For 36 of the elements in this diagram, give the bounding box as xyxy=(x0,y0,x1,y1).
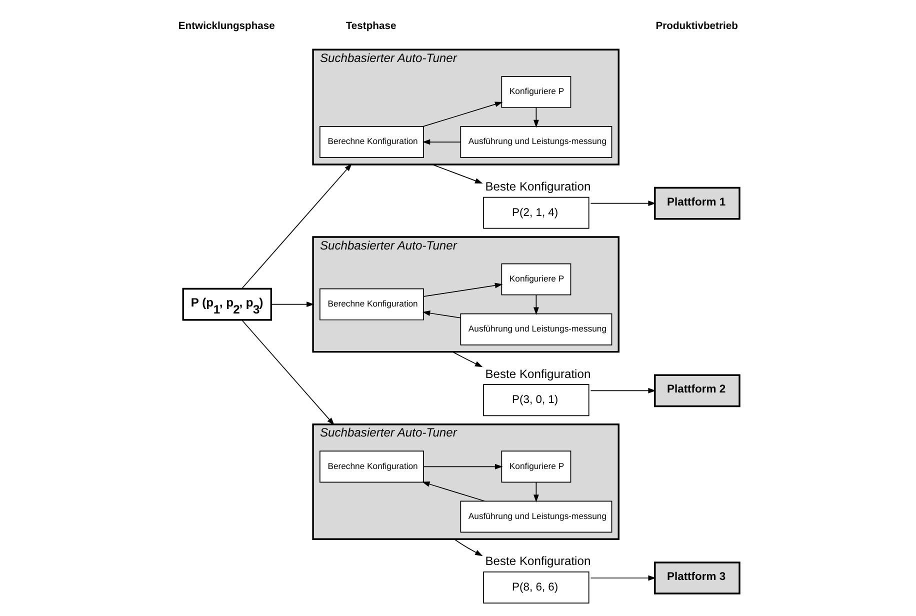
arrow xyxy=(532,107,538,128)
node-label: Beste Konfiguration xyxy=(484,180,590,194)
arrow xyxy=(532,482,538,502)
arrow xyxy=(431,164,482,184)
node-box: Plattform 3 xyxy=(654,562,740,594)
node-box: Konfiguriere P xyxy=(500,450,571,483)
node-box: Ausführung und Leistungs-messung xyxy=(460,126,612,158)
node-box: Plattform 2 xyxy=(654,374,740,408)
arrow xyxy=(422,310,461,318)
node-box: Berechne Konfiguration xyxy=(319,450,424,483)
node-label: Beste Konfiguration xyxy=(484,366,590,381)
label: Entwicklungsphase xyxy=(178,21,274,32)
node-label: Beste Konfiguration xyxy=(484,554,590,568)
node-box: Plattform 1 xyxy=(654,186,740,220)
node-box: Berechne Konfiguration xyxy=(319,126,424,158)
label: Testphase xyxy=(345,21,396,32)
arrow xyxy=(422,102,502,127)
arrow xyxy=(422,282,502,297)
arrow xyxy=(240,164,352,290)
arrow xyxy=(240,319,334,426)
arrow xyxy=(590,388,656,394)
arrow xyxy=(422,139,461,145)
arrow xyxy=(422,464,502,470)
label: Produktivbetrieb xyxy=(655,21,738,32)
arrow xyxy=(453,538,482,556)
node-box: Konfiguriere P xyxy=(500,76,571,108)
arrow xyxy=(421,482,485,502)
arrow xyxy=(590,200,656,206)
node-box: Ausführung und Leistungs-messung xyxy=(460,313,612,346)
node-box: Berechne Konfiguration xyxy=(319,288,424,320)
arrow xyxy=(270,302,314,308)
arrow xyxy=(532,294,538,316)
arrow xyxy=(590,575,656,581)
arrow xyxy=(452,351,482,368)
node-box: Ausführung und Leistungs-messung xyxy=(460,500,612,533)
node-box: Konfiguriere P xyxy=(500,263,571,296)
